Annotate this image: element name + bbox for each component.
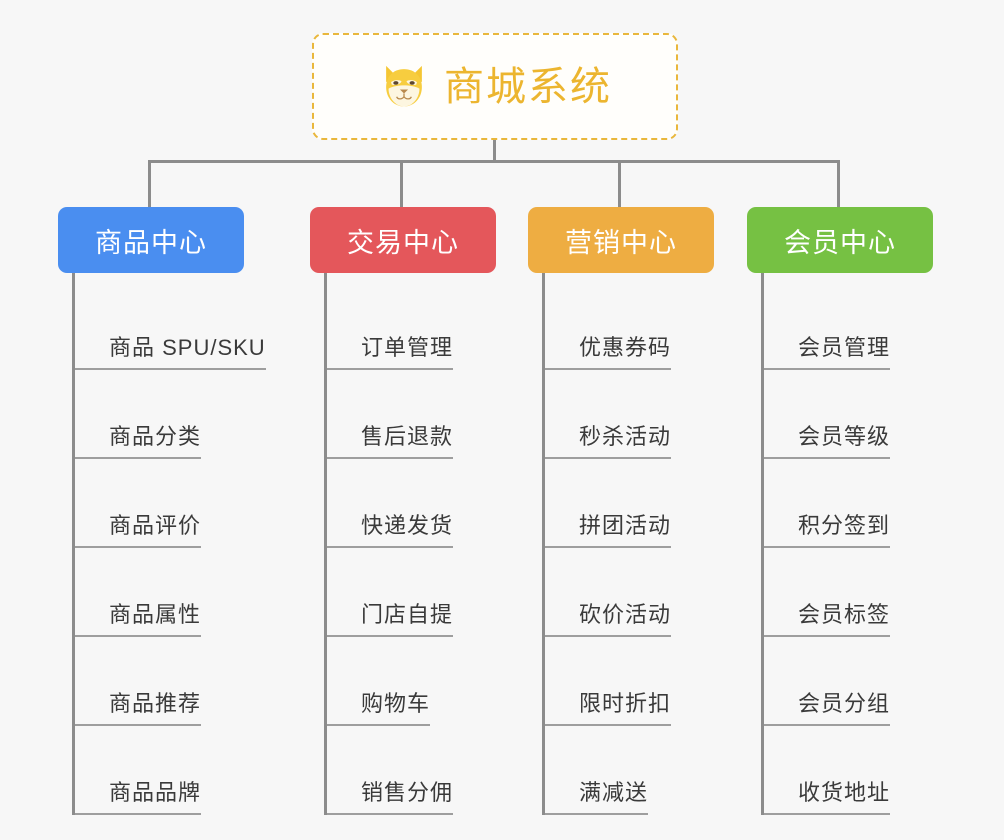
category-label: 营销中心 bbox=[565, 227, 677, 258]
leaf-item[interactable]: 商品属性 bbox=[75, 548, 286, 637]
leaf-item[interactable]: 购物车 bbox=[327, 637, 538, 726]
leaf-label: 秒杀活动 bbox=[579, 426, 672, 459]
leaf-item[interactable]: 会员分组 bbox=[764, 637, 975, 726]
leaf-item[interactable]: 砍价活动 bbox=[545, 548, 756, 637]
leaf-item[interactable]: 限时折扣 bbox=[545, 637, 756, 726]
leaf-label: 积分签到 bbox=[798, 515, 891, 548]
leaf-item[interactable]: 商品评价 bbox=[75, 459, 286, 548]
category-column-marketing: 营销中心 优惠券码 秒杀活动 拼团活动 砍价活动 限时折扣 满减送 bbox=[528, 207, 756, 815]
connector-drop-2 bbox=[400, 160, 403, 208]
connector-drop-1 bbox=[148, 160, 151, 208]
leaf-item[interactable]: 秒杀活动 bbox=[545, 370, 756, 459]
leaf-label: 门店自提 bbox=[361, 604, 454, 637]
leaf-item[interactable]: 售后退款 bbox=[327, 370, 538, 459]
leaf-item[interactable]: 优惠券码 bbox=[545, 281, 756, 370]
connector-drop-4 bbox=[837, 160, 840, 208]
leaf-label: 商品推荐 bbox=[109, 693, 202, 726]
leaf-label: 收货地址 bbox=[798, 782, 891, 815]
leaf-label: 会员等级 bbox=[798, 426, 891, 459]
category-header-member[interactable]: 会员中心 bbox=[747, 207, 933, 273]
category-column-product: 商品中心 商品 SPU/SKU 商品分类 商品评价 商品属性 商品推荐 商品品牌 bbox=[58, 207, 286, 815]
leaf-label: 购物车 bbox=[361, 693, 431, 726]
leaf-label: 满减送 bbox=[579, 782, 649, 815]
leaf-list-marketing: 优惠券码 秒杀活动 拼团活动 砍价活动 限时折扣 满减送 bbox=[542, 273, 756, 815]
category-header-marketing[interactable]: 营销中心 bbox=[528, 207, 714, 273]
leaf-item[interactable]: 商品分类 bbox=[75, 370, 286, 459]
category-label: 会员中心 bbox=[784, 227, 896, 258]
category-header-trade[interactable]: 交易中心 bbox=[310, 207, 496, 273]
connector-drop-3 bbox=[618, 160, 621, 208]
leaf-list-member: 会员管理 会员等级 积分签到 会员标签 会员分组 收货地址 bbox=[761, 273, 975, 815]
leaf-item[interactable]: 会员管理 bbox=[764, 281, 975, 370]
shiba-dog-face-icon bbox=[386, 65, 422, 106]
leaf-label: 砍价活动 bbox=[579, 604, 672, 637]
leaf-item[interactable]: 商品推荐 bbox=[75, 637, 286, 726]
category-column-member: 会员中心 会员管理 会员等级 积分签到 会员标签 会员分组 收货地址 bbox=[747, 207, 975, 815]
leaf-item[interactable]: 订单管理 bbox=[327, 281, 538, 370]
leaf-label: 商品评价 bbox=[109, 515, 202, 548]
leaf-list-trade: 订单管理 售后退款 快递发货 门店自提 购物车 销售分佣 bbox=[324, 273, 538, 815]
leaf-label: 商品分类 bbox=[109, 426, 202, 459]
category-header-product[interactable]: 商品中心 bbox=[58, 207, 244, 273]
leaf-item[interactable]: 商品品牌 bbox=[75, 726, 286, 815]
category-label: 商品中心 bbox=[95, 227, 207, 258]
leaf-item[interactable]: 快递发货 bbox=[327, 459, 538, 548]
leaf-label: 快递发货 bbox=[361, 515, 454, 548]
leaf-item[interactable]: 收货地址 bbox=[764, 726, 975, 815]
leaf-label: 限时折扣 bbox=[579, 693, 672, 726]
leaf-label: 优惠券码 bbox=[579, 337, 672, 370]
leaf-label: 销售分佣 bbox=[361, 782, 454, 815]
leaf-list-product: 商品 SPU/SKU 商品分类 商品评价 商品属性 商品推荐 商品品牌 bbox=[72, 273, 286, 815]
category-label: 交易中心 bbox=[347, 227, 459, 258]
leaf-item[interactable]: 商品 SPU/SKU bbox=[75, 281, 286, 370]
leaf-label: 售后退款 bbox=[361, 426, 454, 459]
leaf-item[interactable]: 积分签到 bbox=[764, 459, 975, 548]
leaf-label: 商品 SPU/SKU bbox=[109, 337, 266, 370]
leaf-item[interactable]: 销售分佣 bbox=[327, 726, 538, 815]
leaf-item[interactable]: 拼团活动 bbox=[545, 459, 756, 548]
leaf-item[interactable]: 满减送 bbox=[545, 726, 756, 815]
leaf-label: 会员管理 bbox=[798, 337, 891, 370]
connector-root-stem bbox=[493, 140, 496, 162]
leaf-label: 会员分组 bbox=[798, 693, 891, 726]
root-node[interactable]: 商城系统 bbox=[312, 33, 678, 140]
leaf-label: 拼团活动 bbox=[579, 515, 672, 548]
leaf-item[interactable]: 会员等级 bbox=[764, 370, 975, 459]
root-title: 商城系统 bbox=[444, 64, 612, 109]
connector-horizontal-bus bbox=[148, 160, 840, 163]
category-column-trade: 交易中心 订单管理 售后退款 快递发货 门店自提 购物车 销售分佣 bbox=[310, 207, 538, 815]
leaf-label: 订单管理 bbox=[361, 337, 454, 370]
leaf-label: 会员标签 bbox=[798, 604, 891, 637]
leaf-label: 商品品牌 bbox=[109, 782, 202, 815]
leaf-item[interactable]: 门店自提 bbox=[327, 548, 538, 637]
leaf-label: 商品属性 bbox=[109, 604, 202, 637]
leaf-item[interactable]: 会员标签 bbox=[764, 548, 975, 637]
